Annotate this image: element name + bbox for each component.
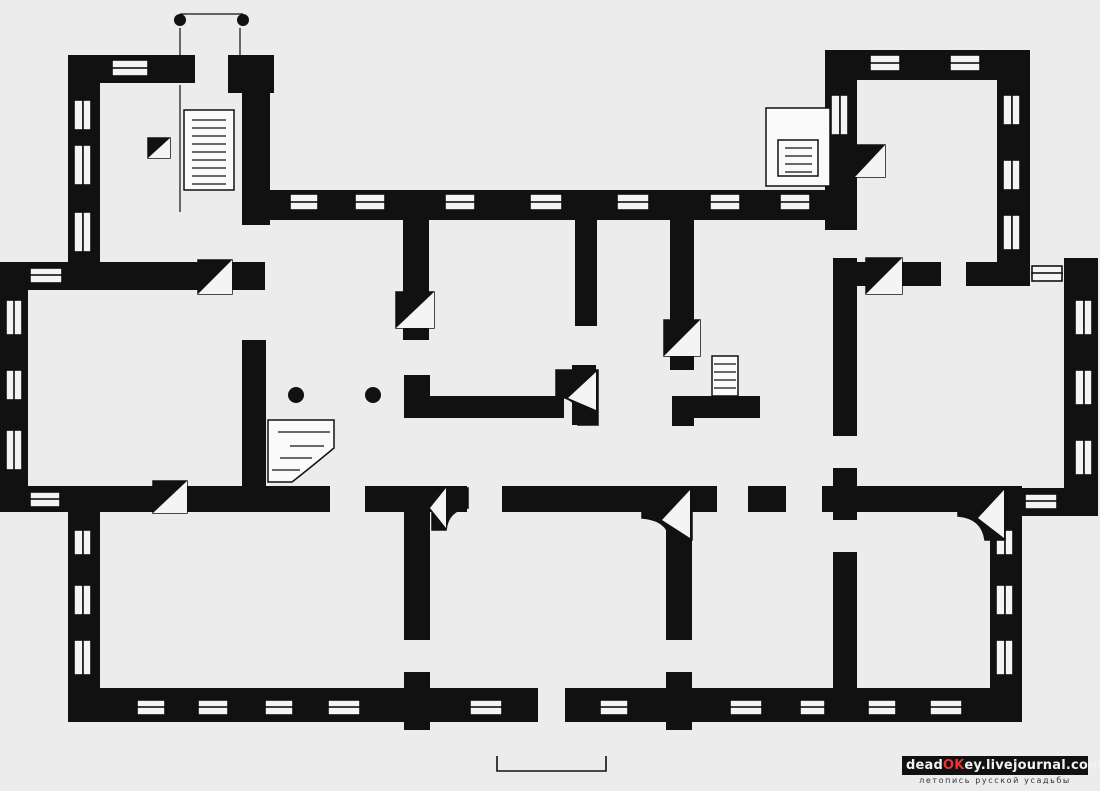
- wall-south-post-1: [404, 672, 430, 730]
- stove-4: [663, 319, 701, 357]
- stair-corridor-west: [267, 419, 335, 483]
- wall-south-room-1: [404, 500, 430, 640]
- wall-central-south-4: [748, 486, 786, 512]
- wall-nw-room-south: [92, 262, 202, 288]
- stove-10: [957, 487, 1006, 541]
- wall-ne-wing-south: [966, 262, 1030, 286]
- wall-ne-wing-north: [825, 50, 1030, 80]
- stair-main-north: [174, 13, 249, 212]
- column-1: [288, 387, 304, 403]
- wall-corridor-east-post: [672, 396, 694, 426]
- watermark: deadOKey.livejournal.com летопись русско…: [902, 756, 1100, 785]
- stove-1: [147, 137, 171, 159]
- stove-2: [197, 259, 233, 295]
- wall-corridor-west: [242, 340, 266, 500]
- windows: [5, 54, 1093, 716]
- watermark-tagline: летопись русской усадьбы: [919, 776, 1071, 785]
- stove-5: [865, 257, 903, 295]
- wall-south-room-3: [833, 552, 857, 692]
- stair-corridor-east: [711, 355, 739, 397]
- wall-north-room-2: [575, 200, 597, 326]
- stove-3: [395, 291, 435, 329]
- stove-11: [555, 369, 599, 426]
- column-2: [365, 387, 381, 403]
- wall-east-interior: [833, 258, 857, 436]
- stair-ne: [765, 107, 831, 187]
- watermark-domain: deadOKey.livejournal.com: [902, 756, 1100, 775]
- wall-corridor-north: [404, 396, 564, 418]
- stoves: [147, 137, 1006, 541]
- wall-central-south-1: [68, 486, 330, 512]
- stove-9: [641, 487, 693, 541]
- wall-south-post-2: [666, 672, 692, 730]
- scale-bar: [496, 756, 607, 772]
- wall-east-post: [833, 468, 857, 520]
- stove-6: [854, 144, 886, 178]
- stove-7: [152, 480, 188, 514]
- stove-8: [405, 487, 469, 531]
